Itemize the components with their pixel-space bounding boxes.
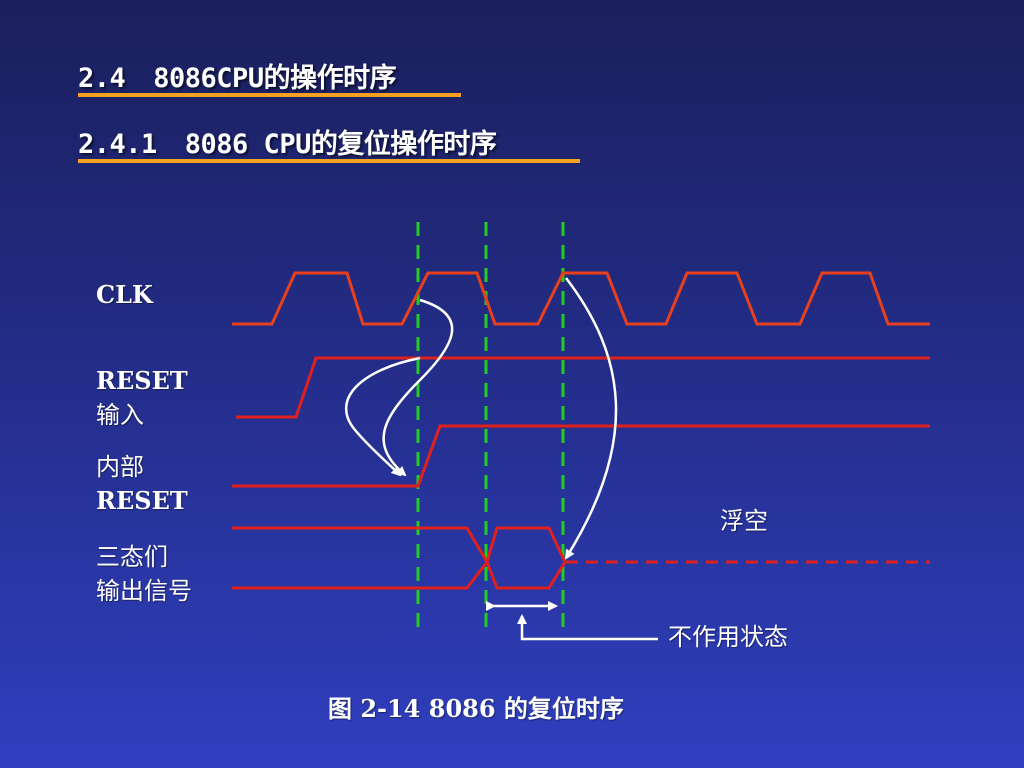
reset-input-label-line1: RESET [96, 366, 188, 395]
section-number: 2.4 [78, 63, 126, 94]
inactive-state-label: 不作用状态 [668, 623, 788, 651]
subsection-number: 2.4.1 [78, 129, 157, 160]
tristate-output-low [232, 561, 489, 590]
tristate-output-label-line1: 三态们 [96, 543, 168, 571]
subsection-title: 8086 CPU的复位操作时序 [184, 129, 497, 160]
section-heading: 2.4 8086CPU的操作时序 [78, 56, 397, 95]
tristate-output-bus-top [485, 526, 567, 563]
internal-reset-label-line1: 内部 [96, 453, 144, 481]
arrow-reset-input-to-internal-reset [344, 356, 421, 477]
subsection-heading: 2.4.1 8086 CPU的复位操作时序 [78, 122, 497, 161]
tristate-output-bus-bottom [485, 561, 567, 590]
internal-reset-label: 内部 RESET [96, 450, 188, 518]
internal-reset-waveform [232, 424, 930, 488]
reset-input-label: RESET 输入 [96, 364, 188, 432]
reset-input-label-line2: 输入 [96, 401, 144, 429]
reset-input-waveform [236, 356, 930, 419]
tristate-output-label: 三态们 输出信号 [96, 540, 192, 608]
section-title: 8086CPU的操作时序 [153, 63, 397, 94]
arrow-clk-to-internal-reset [382, 298, 454, 477]
section-heading-underline [78, 93, 461, 97]
clk-label: CLK [96, 280, 153, 309]
clk-waveform [232, 271, 930, 326]
internal-reset-label-line2: RESET [96, 486, 188, 515]
figure-caption: 图 2-14 8086 的复位时序 [328, 694, 624, 723]
floating-label: 浮空 [720, 507, 768, 535]
arrow-clk-to-floating [564, 277, 618, 560]
inactive-state-pointer [517, 614, 658, 641]
tristate-output-high [232, 526, 489, 563]
subsection-heading-underline [78, 159, 580, 163]
tristate-output-label-line2: 输出信号 [96, 577, 192, 605]
